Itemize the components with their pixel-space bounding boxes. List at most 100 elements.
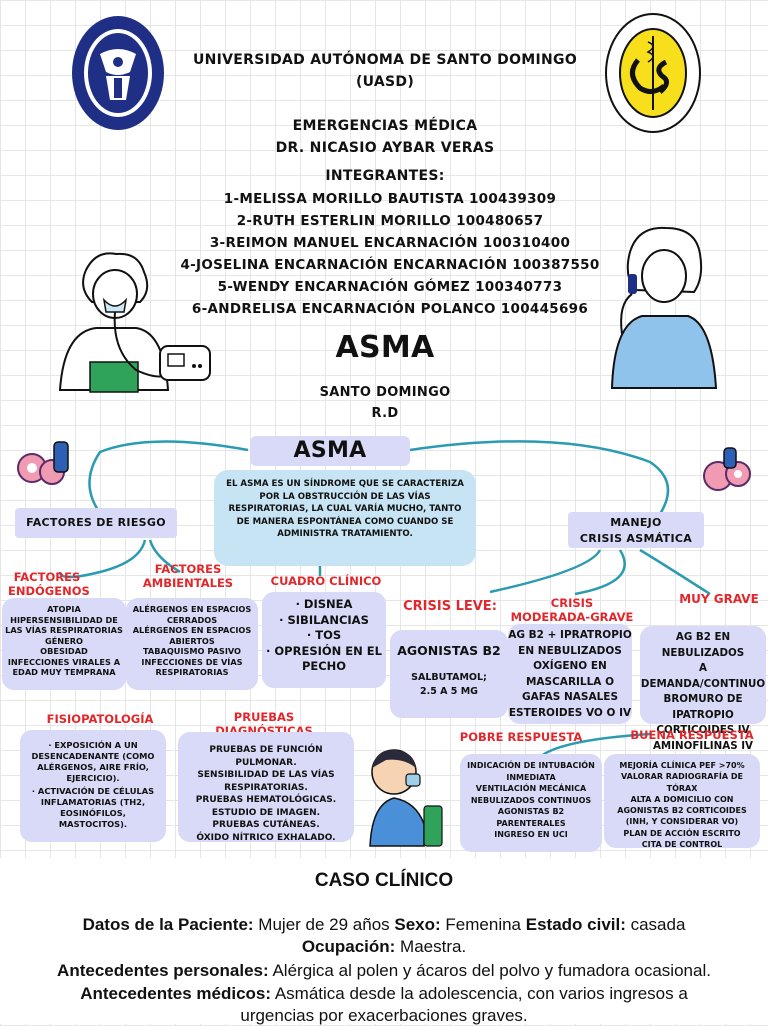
mild-crisis-main: AGONISTAS B2 [397,643,501,658]
clinical-title: CUADRO CLÍNICO [270,574,382,588]
uasd-seal-logo [72,16,164,130]
case-line-personal-history: Antecedentes personales: Alérgica al pol… [10,960,758,981]
professor-name: DR. NICASIO AYBAR VERAS [275,140,495,156]
test-item: ESTUDIO DE IMAGEN. [211,807,321,818]
management-box: MANEJO CRISIS ASMÁTICA [568,512,704,548]
patient-data-value: Mujer de 29 años [253,915,395,934]
poor-item: NEBULIZADOS CONTINUOS [470,795,592,805]
mild-crisis-box: AGONISTAS B2 SALBUTAMOL; 2.5 A 5 MG [390,630,508,718]
member-item: 1-MELISSA MORILLO BAUTISTA 100439309 [223,191,557,207]
child-inhaler-illustration [369,749,443,847]
mild-crisis-title: CRISIS LEVE: [403,599,497,614]
good-item: PLAN DE ACCIÓN ESCRITO [623,828,741,838]
member-item: 4-JOSELINA ENCARNACIÓN ENCARNACIÓN 10038… [180,257,600,273]
inhaler-icon [703,447,751,491]
personal-history-value: Alérgica al polen y ácaros del polvo y f… [268,961,711,980]
members-title: INTEGRANTES: [325,168,445,184]
moderate-item: MASCARILLA O [525,675,615,688]
moderate-item: OXÍGENO EN [533,660,607,672]
good-item: MEJORÍA CLÍNICA PEF >70% [619,761,745,770]
mind-map: ASMA EL ASMA ES UN SÍNDROME QUE SE CARAC… [0,432,768,858]
mild-crisis-sub: SALBUTAMOL; 2.5 A 5 MG [411,672,487,697]
severe-item: AG B2 EN NEBULIZADOS [661,631,745,659]
occupation-label: Ocupación: [301,937,396,956]
patient-nebulizer-illustration [58,252,211,393]
moderate-item: GAFAS NASALES [521,691,619,703]
clinical-item: · TOS [306,628,342,642]
environmental-title: FACTORES AMBIENTALES [142,562,234,590]
case-line-continuation: urgencias por exacerbaciones graves. [240,1006,528,1025]
member-item: 6-ANDRELISA ENCARNACIÓN POLANCO 10044569… [191,301,589,317]
severe-item: A DEMANDA/CONTINUO [640,662,766,690]
member-item: 3-REIMON MANUEL ENCARNACIÓN 100310400 [209,235,571,251]
member-item: 5-WENDY ENCARNACIÓN GÓMEZ 100340773 [217,279,563,295]
poor-item: VENTILACIÓN MECÁNICA [475,784,587,793]
endogenous-item: ATOPIA [47,604,81,614]
test-item: ÓXIDO NÍTRICO EXHALADO. [196,832,336,843]
diagnostic-tests-box: PRUEBAS DE FUNCIÓN PULMONAR. SENSIBILIDA… [178,732,354,843]
severe-item: CORTICOIDES IV [656,724,750,736]
endogenous-box: ATOPIA HIPERSENSIBILIDAD DE LAS VÍAS RES… [2,598,126,690]
university-abbreviation: (UASD) [355,74,415,90]
environmental-item: ALÉRGENOS EN ESPACIOS ABIERTOS [132,625,252,646]
topic-title: ASMA [335,330,435,365]
poor-item: AGONISTAS B2 [497,807,565,816]
moderate-item: AG B2 + IPRATROPIO [508,629,632,641]
good-response-box: MEJORÍA CLÍNICA PEF >70% VALORAR RADIOGR… [604,754,760,849]
physiopathology-box: · EXPOSICIÓN A UN DESENCADENANTE (COMO A… [20,730,166,842]
map-title: ASMA [250,436,410,466]
endogenous-item: HIPERSENSIBILIDAD DE LAS VÍAS RESPIRATOR… [5,614,123,636]
woman-phone-illustration [610,226,718,389]
crisis-label: CRISIS ASMÁTICA [579,532,693,545]
patient-data-label: Datos de la Paciente: [82,915,254,934]
moderate-item: EN NEBULIZADOS [518,644,622,657]
civil-status-label: Estado civil: [525,915,626,934]
occupation-value: Maestra. [395,937,467,956]
physio-item: · ACTIVACIÓN DE CÉLULAS INFLAMATORIAS (T… [31,786,155,829]
clinical-item: · OPRESIÓN EN EL PECHO [266,643,382,674]
severe-item: AMINOFILINAS IV [652,739,754,752]
severe-item: IPATROPIO [672,708,734,721]
clinical-box: · DISNEA · SIBILANCIAS · TOS · OPRESIÓN … [262,592,386,688]
medical-history-value: Asmática desde la adolescencia, con vari… [271,984,688,1003]
clinical-item: · DISNEA [295,597,353,611]
moderate-item: ESTEROIDES VO O IV [508,706,632,719]
poor-item: INDICACIÓN DE INTUBACIÓN INMEDIATA [467,761,595,782]
good-response-title: BUENA RESPUESTA [630,728,754,742]
endogenous-item: GÉNERO [44,635,84,646]
university-name: UNIVERSIDAD AUTÓNOMA DE SANTO DOMINGO [192,52,578,68]
civil-status-value: casada [625,915,686,934]
endogenous-item: INFECCIONES VIRALES A EDAD MUY TEMPRANA [7,656,121,678]
severe-title: MUY GRAVE [679,592,759,606]
moderate-crisis-title: CRISIS MODERADA-GRAVE [510,596,634,624]
environmental-item: ALÉRGENOS EN ESPACIOS CERRADOS [132,604,252,625]
definition-box: EL ASMA ES UN SÍNDROME QUE SE CARACTERIZ… [214,470,476,566]
faculty-health-logo [605,13,701,133]
case-line-medical-history: Antecedentes médicos: Asmática desde la … [10,983,758,1004]
severe-item: BROMURO DE [663,693,743,705]
poor-item: INGRESO EN UCI [494,830,568,839]
test-item: PRUEBAS HEMATOLÓGICAS. [195,795,337,805]
environmental-item: TABAQUISMO PASIVO [142,646,242,656]
clinical-case-section: CASO CLÍNICO Datos de la Paciente: Mujer… [0,858,768,1025]
cover-section: UNIVERSIDAD AUTÓNOMA DE SANTO DOMINGO (U… [0,0,768,432]
severe-box: AG B2 EN NEBULIZADOS A DEMANDA/CONTINUO … [640,626,766,752]
test-item: SENSIBILIDAD DE LAS VÍAS RESPIRATORIAS. [197,770,335,793]
good-item: VALORAR RADIOGRAFÍA DE TÓRAX [621,772,743,793]
moderate-crisis-box: AG B2 + IPRATROPIO EN NEBULIZADOS OXÍGEN… [508,624,632,724]
medical-history-label: Antecedentes médicos: [80,984,272,1003]
poor-response-title: POBRE RESPUESTA [459,730,583,744]
environmental-item: INFECCIONES DE VÍAS RESPIRATORIAS [141,656,243,678]
environmental-box: ALÉRGENOS EN ESPACIOS CERRADOS ALÉRGENOS… [126,598,258,690]
inhaler-icon [17,441,69,485]
sex-value: Femenina [440,915,526,934]
risk-factors-box: FACTORES DE RIESGO [15,508,177,538]
city-label: SANTO DOMINGO [319,385,451,400]
sex-label: Sexo: [394,915,441,934]
clinical-item: · SIBILANCIAS [279,612,369,627]
test-item: PRUEBAS DE FUNCIÓN PULMONAR. [209,745,323,768]
physiopathology-title: FISIOPATOLOGÍA [46,712,154,726]
member-item: 2-RUTH ESTERLIN MORILLO 100480657 [236,213,544,229]
personal-history-label: Antecedentes personales: [57,961,269,980]
case-line-occupation: Ocupación: Maestra. [10,936,758,957]
